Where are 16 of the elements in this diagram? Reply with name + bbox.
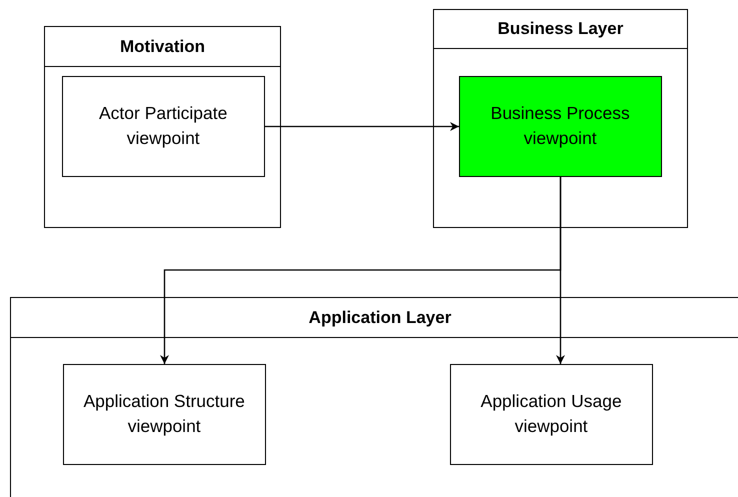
container-title: Motivation xyxy=(120,36,205,56)
viewpoint-box xyxy=(62,364,266,465)
arrow xyxy=(265,122,459,131)
container-title: Application Layer xyxy=(308,308,452,328)
viewpoint-box xyxy=(450,364,653,465)
viewpoint-box xyxy=(62,76,265,177)
container-title: Business Layer xyxy=(498,19,624,39)
viewpoint-label: Actor Participate viewpoint xyxy=(98,102,228,150)
container-box xyxy=(433,9,688,228)
container-box xyxy=(10,297,738,497)
viewpoint-label: Business Process viewpoint xyxy=(490,102,631,150)
container-box xyxy=(44,26,281,228)
viewpoint-box xyxy=(458,76,662,177)
viewpoint-label: Application Structure viewpoint xyxy=(82,390,246,438)
arrow xyxy=(556,177,565,364)
viewpoint-label: Application Usage viewpoint xyxy=(480,390,623,438)
